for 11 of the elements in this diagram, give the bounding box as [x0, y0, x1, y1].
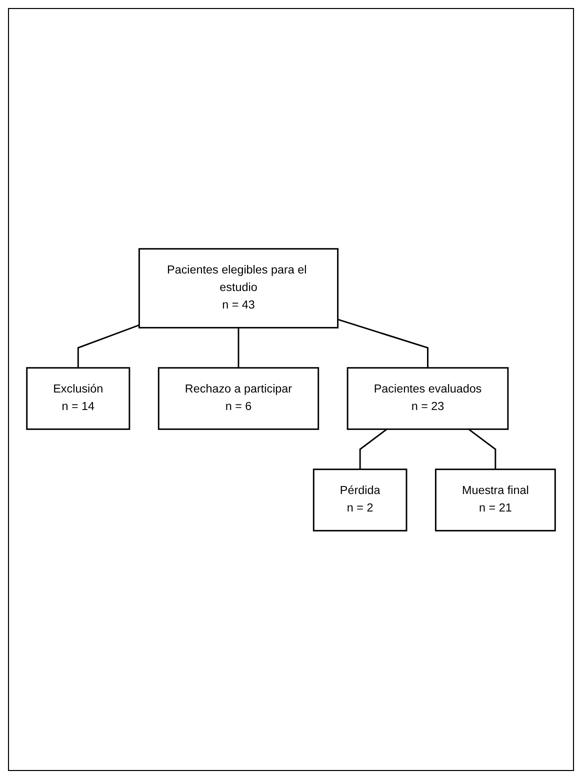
connector: [359, 428, 388, 470]
node-box: Pacientes evaluados n = 23: [346, 366, 509, 430]
connector: [338, 318, 428, 368]
node-box: Rechazo a participar n = 6: [158, 366, 320, 430]
node-box: Muestra final n = 21: [434, 468, 556, 532]
node-box: Exclusión n = 14: [26, 366, 130, 430]
node-box: Pacientes elegibles para el estudio n = 43: [138, 248, 339, 328]
node-box: Pérdida n = 2: [312, 468, 408, 532]
connector: [238, 327, 240, 368]
connector: [77, 324, 140, 368]
connector: [468, 428, 496, 470]
